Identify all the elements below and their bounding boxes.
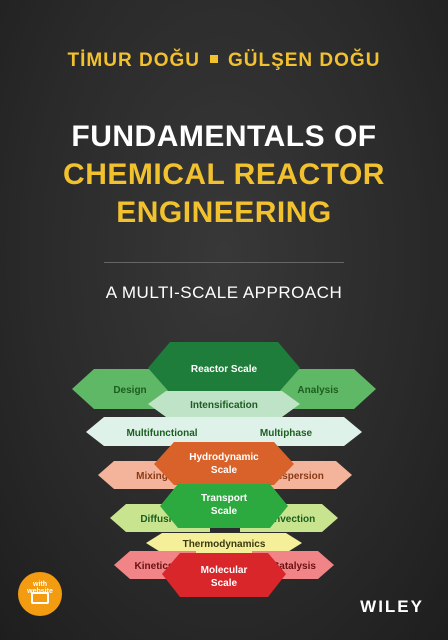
reactor-scale-label: Reactor Scale — [191, 364, 258, 375]
book-subtitle: A MULTI-SCALE APPROACH — [105, 283, 343, 302]
author-2: GÜLŞEN DOĞU — [227, 50, 381, 71]
transport-scale-label-2: Scale — [211, 506, 238, 517]
author-1: TİMUR DOĞU — [67, 50, 200, 71]
mixing-label: Mixing — [136, 471, 168, 482]
hydrodynamic-scale-label-2: Scale — [211, 465, 238, 476]
title-line-3: ENGINEERING — [116, 196, 332, 229]
transport-scale-label-1: Transport — [201, 493, 248, 504]
design-label: Design — [113, 385, 146, 396]
title-line-1: FUNDAMENTALS OF — [71, 120, 377, 153]
author-separator — [209, 54, 218, 63]
multiphase-shape — [224, 417, 362, 446]
intensification-label: Intensification — [190, 400, 258, 411]
publisher-logo: WILEY — [360, 597, 424, 616]
hydrodynamic-scale-shape — [154, 442, 294, 485]
book-title: FUNDAMENTALS OF CHEMICAL REACTOR ENGINEE… — [0, 118, 448, 232]
thermodynamics-shape — [146, 533, 302, 553]
reactor-scale-shape — [148, 342, 300, 393]
catalysis-label: Catalysis — [272, 561, 316, 572]
molecular-scale-label-1: Molecular — [201, 565, 248, 576]
thermodynamics-label: Thermodynamics — [183, 539, 266, 550]
multiphase-label: Multiphase — [260, 428, 313, 439]
dispersion-label: Dispersion — [272, 471, 324, 482]
website-badge-label: with website — [27, 581, 53, 595]
transport-scale-shape — [160, 484, 288, 528]
molecular-scale-label-2: Scale — [211, 578, 238, 589]
title-line-2: CHEMICAL REACTOR — [63, 158, 385, 191]
analysis-label: Analysis — [297, 385, 339, 396]
website-badge: with website — [18, 572, 62, 616]
diffusion-label: Diffusion — [140, 514, 183, 525]
multifunctional-shape — [86, 417, 224, 446]
intensification-shape — [148, 391, 300, 417]
kinetics-label: Kinetics — [135, 561, 174, 572]
title-divider — [104, 262, 344, 263]
hydrodynamic-scale-label-1: Hydrodynamic — [189, 452, 259, 463]
computer-icon — [31, 592, 49, 604]
convection-label: Convection — [261, 514, 315, 525]
authors: TİMUR DOĞU GÜLŞEN DOĞU — [0, 50, 448, 72]
multifunctional-label: Multifunctional — [126, 428, 197, 439]
molecular-scale-shape — [162, 553, 286, 597]
